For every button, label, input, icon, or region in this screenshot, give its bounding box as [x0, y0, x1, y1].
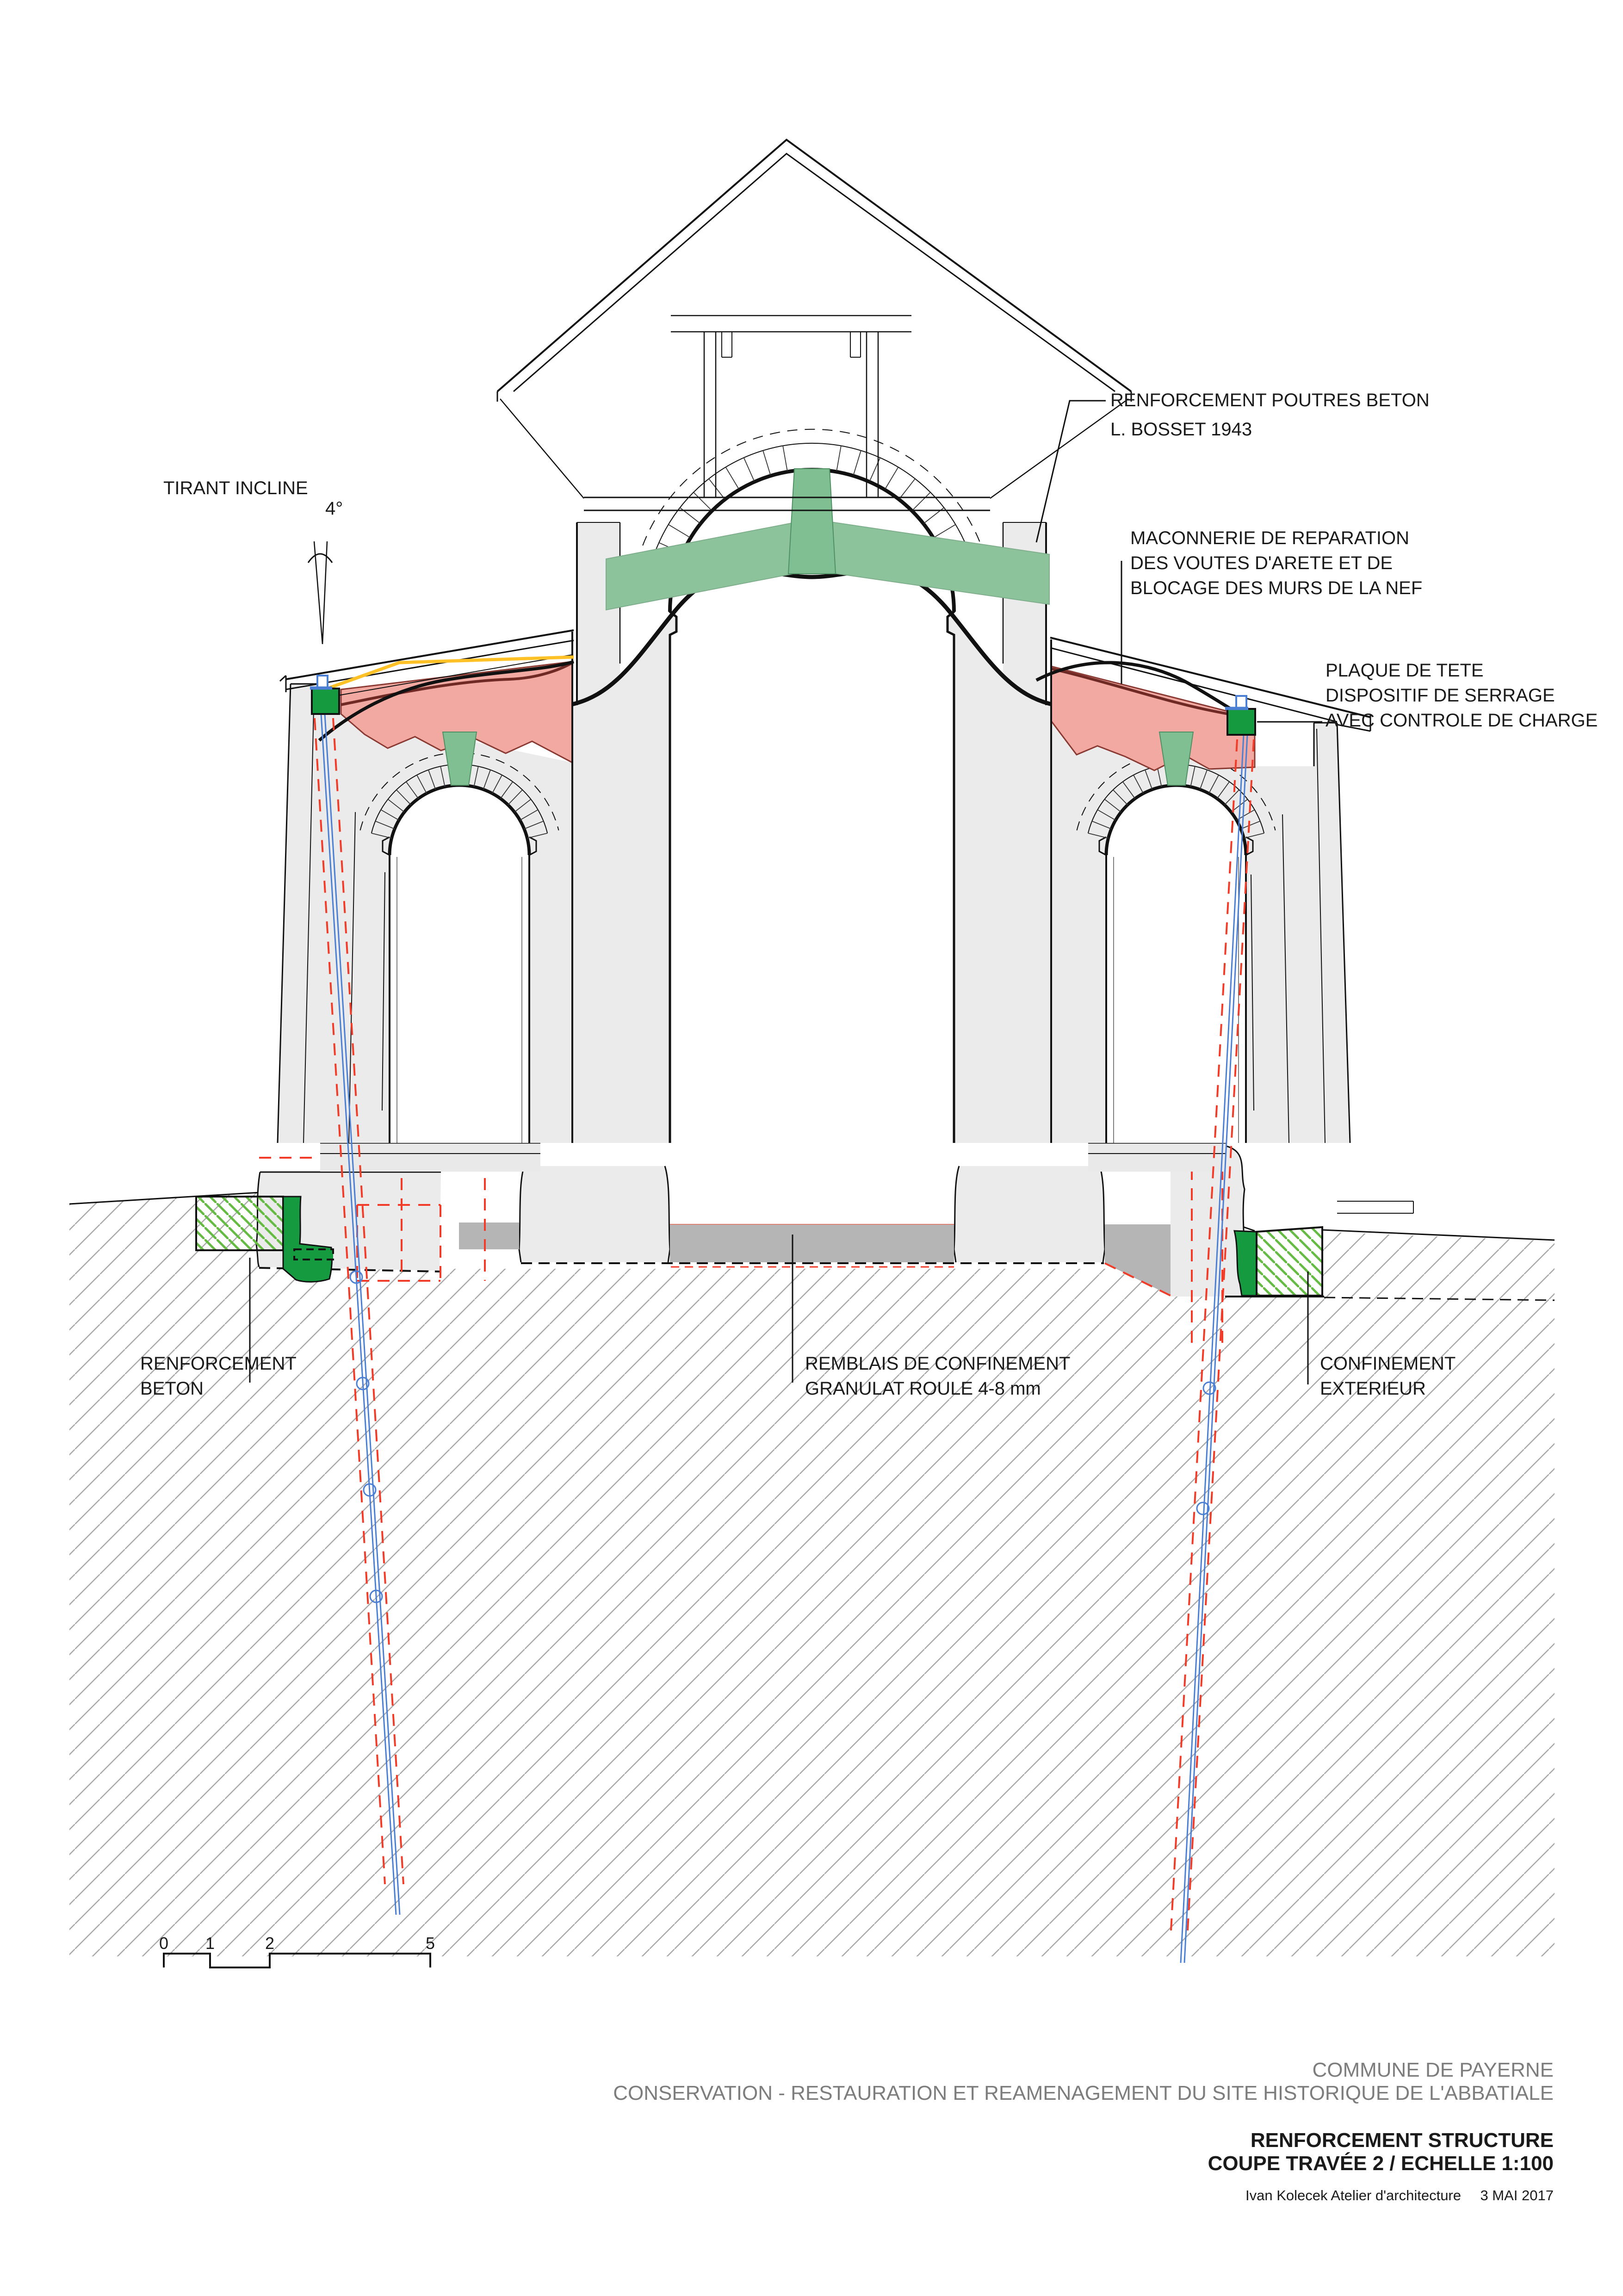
label-tirant: TIRANT INCLINE [163, 478, 308, 498]
label-poutres-2: L. BOSSET 1943 [1110, 419, 1252, 440]
scale-bar: 0 1 2 5 [159, 1934, 435, 1968]
repair-masonry [340, 661, 1256, 771]
renforcement-beton-solid [282, 1196, 333, 1283]
label-remblais-1: REMBLAIS DE CONFINEMENT [805, 1353, 1070, 1374]
label-renf-beton-1: RENFORCEMENT [140, 1353, 297, 1374]
leader-lines [249, 400, 1322, 1384]
arch-openings [382, 468, 1254, 1143]
tie-rod-left [314, 714, 404, 1915]
label-poutres-1: RENFORCEMENT POUTRES BETON [1110, 390, 1430, 410]
wall-edges [277, 522, 1351, 1143]
label-maconnerie-3: BLOCAGE DES MURS DE LA NEF [1130, 578, 1422, 598]
exterior-steps-right [1337, 1201, 1414, 1214]
floors [320, 1142, 1414, 1214]
title-sheet: COUPE TRAVÉE 2 / ECHELLE 1:100 [1208, 2152, 1554, 2175]
tie-rod-right [1170, 734, 1255, 1963]
label-angle: 4° [325, 498, 343, 519]
left-aisle-vault-extrados [318, 660, 575, 742]
title-block: COMMUNE DE PAYERNE CONSERVATION - RESTAU… [613, 2059, 1554, 2203]
aisle-roof-left [285, 629, 574, 680]
renforcement-beton-block [195, 1196, 284, 1251]
plaque-tete-left [311, 688, 340, 715]
attic-frame [671, 315, 911, 497]
title-credit-firm: Ivan Kolecek Atelier d'architecture [1245, 2187, 1461, 2203]
jamb-reveals [396, 857, 1239, 1143]
ground-hatch [69, 1190, 1555, 1956]
nave-vault-extrados [571, 568, 1053, 707]
pier-base-left [519, 1166, 670, 1262]
renforcement-bar [293, 1248, 334, 1260]
label-confinement-2: EXTERIEUR [1320, 1378, 1426, 1399]
annotation-labels: RENFORCEMENT POUTRES BETON L. BOSSET 194… [140, 390, 1598, 1399]
title-credit-date: 3 MAI 2017 [1480, 2187, 1554, 2203]
label-maconnerie-2: DES VOUTES D'ARETE ET DE [1130, 553, 1393, 573]
leader-poutres [1035, 400, 1106, 543]
roofs [279, 138, 1371, 732]
aisle-roof-right [1050, 637, 1371, 718]
label-renf-beton-2: BETON [140, 1378, 204, 1399]
label-plaque-1: PLAQUE DE TETE [1326, 660, 1484, 681]
foundations [195, 1144, 1555, 1351]
scale-1: 1 [205, 1934, 215, 1953]
nave-keystone [787, 468, 836, 574]
pier-base-right [954, 1166, 1105, 1262]
gable-roof-outer [496, 138, 1132, 392]
excavation-zone-left [259, 1157, 491, 1282]
terrain-line-left [69, 1190, 284, 1205]
aisle-capitals [382, 836, 1254, 856]
label-maconnerie-1: MACONNERIE DE REPARATION [1130, 528, 1409, 548]
scale-5: 5 [426, 1934, 435, 1953]
confinement-exterieur-block [1256, 1226, 1323, 1297]
label-plaque-2: DISPOSITIF DE SERRAGE [1326, 685, 1555, 706]
footing-right [1171, 1145, 1245, 1297]
scale-2: 2 [265, 1934, 274, 1953]
angle-symbol [307, 541, 333, 645]
scale-0: 0 [159, 1934, 168, 1953]
existing-tie-yellow [329, 655, 574, 689]
label-confinement-1: CONFINEMENT [1320, 1353, 1456, 1374]
plaque-tete-right [1227, 708, 1256, 736]
gable-roof-inner [513, 153, 1115, 392]
right-aisle-keystone [1158, 732, 1194, 786]
remblais-right-wedge [1105, 1224, 1171, 1296]
title-drawing: RENFORCEMENT STRUCTURE [1251, 2129, 1554, 2152]
left-aisle-voussoir-joints [371, 766, 548, 839]
gable-chord [584, 496, 990, 511]
left-aisle-keystone [442, 732, 477, 786]
maconnerie-band-right [1050, 665, 1256, 771]
remblais-left-strip [459, 1222, 519, 1249]
remblais-center [670, 1224, 954, 1262]
aisle-arch-left [389, 784, 530, 1143]
clerestory-wall-left [577, 522, 620, 707]
label-remblais-2: GRANULAT ROULE 4-8 mm [805, 1378, 1041, 1399]
title-client: COMMUNE DE PAYERNE [1312, 2059, 1554, 2081]
label-plaque-3: AVEC CONTROLE DE CHARGE [1326, 710, 1598, 731]
title-project: CONSERVATION - RESTAURATION ET REAMENAGE… [613, 2082, 1554, 2104]
